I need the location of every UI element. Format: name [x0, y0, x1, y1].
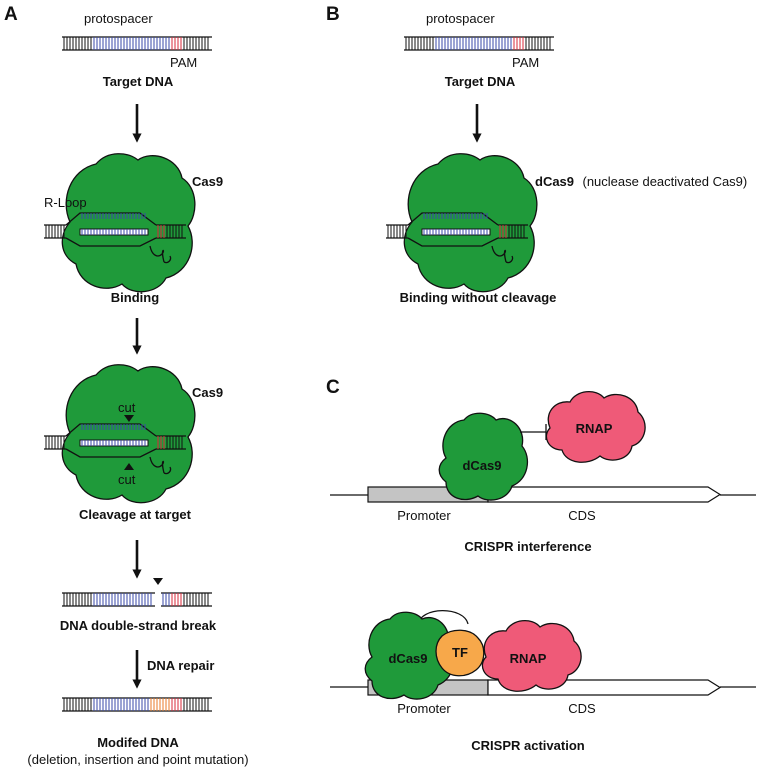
- binding-without-cleavage-label: Binding without cleavage: [400, 290, 557, 305]
- cds-region: [487, 486, 722, 503]
- promoter-label: Promoter: [397, 508, 451, 523]
- dsb-label: DNA double-strand break: [60, 618, 217, 633]
- cas9-protein: [61, 153, 196, 293]
- target-dna-a: [62, 36, 212, 51]
- rloop-label: R-Loop: [44, 195, 87, 210]
- dcas9-dna: [386, 212, 528, 264]
- panel-letter-c: C: [326, 377, 340, 398]
- crispr-interference-title: CRISPR interference: [464, 539, 591, 554]
- panel-a: protospacer PAM Target DNA: [27, 11, 248, 767]
- dcas9-name: dCas9: [535, 174, 574, 189]
- cleavage-dna: [44, 415, 186, 475]
- dna-repair-label: DNA repair: [147, 658, 214, 673]
- dcas9-label: dCas9: [388, 651, 427, 666]
- rloop-dna: [44, 212, 186, 264]
- panel-letter-a: A: [4, 4, 18, 25]
- protospacer-label: protospacer: [84, 11, 153, 26]
- tf-label: TF: [452, 645, 468, 660]
- target-dna-title: Target DNA: [103, 74, 174, 89]
- pam-label: PAM: [512, 55, 539, 70]
- modified-dna: [62, 697, 212, 712]
- binding-label: Binding: [111, 290, 159, 305]
- cds-label: CDS: [568, 701, 596, 716]
- modified-dna-sublabel: (deletion, insertion and point mutation): [27, 752, 248, 767]
- cut-marker-up-icon: [124, 463, 134, 470]
- cleavage-label: Cleavage at target: [79, 507, 192, 522]
- cut-marker-down-icon: [124, 415, 134, 422]
- dcas9-protein: [403, 153, 538, 293]
- panel-c-activation: dCas9 RNAP TF Promoter CDS CRISPR activa…: [330, 610, 756, 753]
- target-dna-b: [404, 36, 554, 51]
- protospacer-label: protospacer: [426, 11, 495, 26]
- pam-label: PAM: [170, 55, 197, 70]
- cas9-binding-complex: [61, 153, 196, 293]
- dcas9-label: dCas9: [462, 458, 501, 473]
- target-dna-title: Target DNA: [445, 74, 516, 89]
- panel-c-interference: dCas9 RNAP Promoter CDS CRISPR interfere…: [330, 390, 756, 554]
- dcas9-label: dCas9 (nuclease deactivated Cas9): [535, 173, 747, 190]
- rnap-label: RNAP: [576, 421, 613, 436]
- modified-dna-label: Modifed DNA: [97, 735, 179, 750]
- repression-symbol: [520, 424, 547, 440]
- promoter-label: Promoter: [397, 701, 451, 716]
- cut-label-bottom: cut: [118, 472, 136, 487]
- cut-label-top: cut: [118, 400, 136, 415]
- panel-b: protospacer PAM Target DNA: [386, 11, 747, 305]
- dcas9-binding-complex: [403, 153, 538, 293]
- cas9-label-2: Cas9: [192, 385, 223, 400]
- dsb-dna: [62, 592, 212, 607]
- panel-letter-b: B: [326, 4, 340, 25]
- break-marker-icon: [153, 578, 163, 585]
- crispr-activation-title: CRISPR activation: [471, 738, 584, 753]
- cas9-label-1: Cas9: [192, 174, 223, 189]
- dcas9-description: (nuclease deactivated Cas9): [582, 174, 747, 189]
- cds-label: CDS: [568, 508, 596, 523]
- rnap-label: RNAP: [510, 651, 547, 666]
